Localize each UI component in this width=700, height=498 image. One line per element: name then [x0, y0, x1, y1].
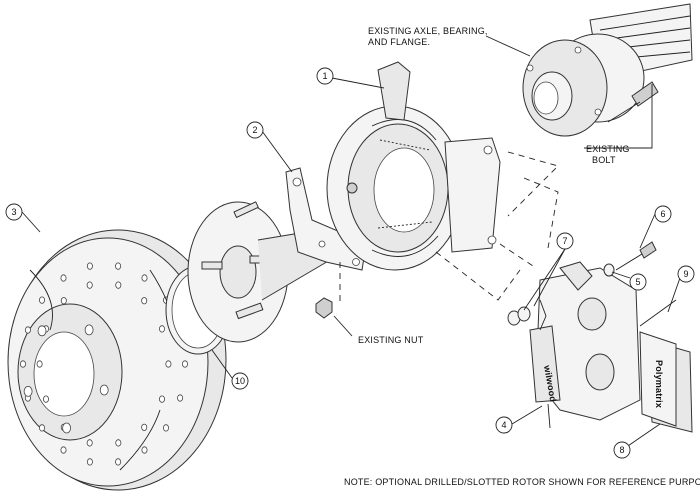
rotor-drill-hole — [115, 262, 122, 270]
existing-axle — [522, 3, 693, 137]
circle-callout-icon — [556, 232, 574, 250]
axle-flange-plate — [187, 201, 331, 343]
callout-number: 2 — [252, 125, 257, 135]
circle-callout-icon — [5, 203, 23, 221]
rotor-drill-hole — [141, 423, 148, 431]
circle-callout-icon — [654, 205, 672, 223]
callout-4: 4 — [495, 416, 513, 434]
callout-3: 3 — [5, 203, 23, 221]
callout-7: 7 — [556, 232, 574, 250]
rotor-drill-hole — [60, 446, 67, 454]
callout-1: 1 — [316, 67, 334, 85]
callout-10: 10 — [231, 372, 249, 390]
callout-group: 1 2 3 4 5 6 7 8 9 10 — [5, 67, 695, 459]
callout-9: 9 — [677, 265, 695, 283]
backing-plate-assembly — [326, 61, 501, 271]
rotor-drill-hole — [141, 274, 148, 282]
caliper-bolt — [615, 241, 657, 271]
callout-8: 8 — [613, 441, 631, 459]
circle-callout-icon — [629, 273, 647, 291]
rotor-drill-hole — [181, 360, 188, 368]
rotor-drill-hole — [141, 297, 148, 305]
rotor-drill-hole — [141, 446, 148, 454]
rotor-drill-hole — [86, 281, 93, 289]
rotor-drill-hole — [43, 395, 50, 403]
alignment-lines — [339, 151, 559, 302]
rotor-drill-hole — [158, 395, 165, 403]
rotor-lug-hole — [99, 384, 109, 396]
callout-number: 4 — [501, 420, 506, 430]
circle-callout-icon — [613, 441, 631, 459]
rotor-drill-hole — [86, 458, 93, 466]
rotor-drill-hole — [162, 424, 169, 432]
rotor-drill-hole — [165, 360, 172, 368]
rotor-drill-hole — [158, 325, 165, 333]
bolt-label-line2: BOLT — [592, 155, 616, 165]
rotor-drill-hole — [24, 326, 31, 334]
rotor-drill-hole — [39, 296, 46, 304]
rotor-lug-hole — [37, 325, 47, 337]
reference-note: NOTE: OPTIONAL DRILLED/SLOTTED ROTOR SHO… — [344, 477, 700, 487]
rotor-drill-hole — [36, 360, 43, 368]
rotor-drill-hole — [86, 262, 93, 270]
callout-number: 3 — [11, 207, 16, 217]
rotor-lug-hole — [62, 422, 71, 434]
cotter-pin — [639, 299, 677, 327]
rotor-drill-hole — [115, 439, 122, 447]
circle-callout-icon — [677, 265, 695, 283]
washer — [603, 263, 615, 277]
leader-lines — [21, 35, 682, 451]
callout-number: 8 — [619, 445, 624, 455]
callout-2: 2 — [246, 121, 264, 139]
circle-callout-icon — [246, 121, 264, 139]
rotor-lug-hole — [84, 324, 94, 336]
callout-number: 1 — [322, 71, 327, 81]
wilwood-caliper: wilwood — [529, 261, 641, 429]
rotor-drill-hole — [115, 281, 122, 289]
rotor-lug-hole — [23, 385, 33, 397]
circle-callout-icon — [231, 372, 249, 390]
rotor-drill-hole — [86, 439, 93, 447]
callout-number: 6 — [660, 209, 665, 219]
nut-label: EXISTING NUT — [358, 335, 424, 345]
axle-label-line1: EXISTING AXLE, BEARING, — [368, 26, 488, 36]
existing-bolt — [607, 81, 659, 123]
rotor-drill-hole — [177, 394, 184, 402]
callout-number: 7 — [562, 236, 567, 246]
callout-number: 5 — [635, 277, 640, 287]
bolt-label-line1: EXISTING — [586, 144, 630, 154]
circle-callout-icon — [495, 416, 513, 434]
rotor-drill-hole — [60, 297, 67, 305]
axle-label-line2: AND FLANGE. — [368, 37, 430, 47]
rotor-drill-hole — [19, 360, 26, 368]
rotor-drill-hole — [60, 274, 67, 282]
callout-6: 6 — [654, 205, 672, 223]
callout-number: 10 — [235, 376, 245, 386]
circle-callout-icon — [316, 67, 334, 85]
callout-number: 9 — [683, 269, 688, 279]
callout-5: 5 — [629, 273, 647, 291]
rotor-drill-hole — [115, 458, 122, 466]
existing-nut — [315, 297, 333, 319]
shim-2 — [517, 306, 531, 322]
rotor-drill-hole — [39, 424, 46, 432]
brake-pads: Polymatrix — [639, 331, 693, 433]
pad-logo-text: Polymatrix — [654, 360, 664, 408]
